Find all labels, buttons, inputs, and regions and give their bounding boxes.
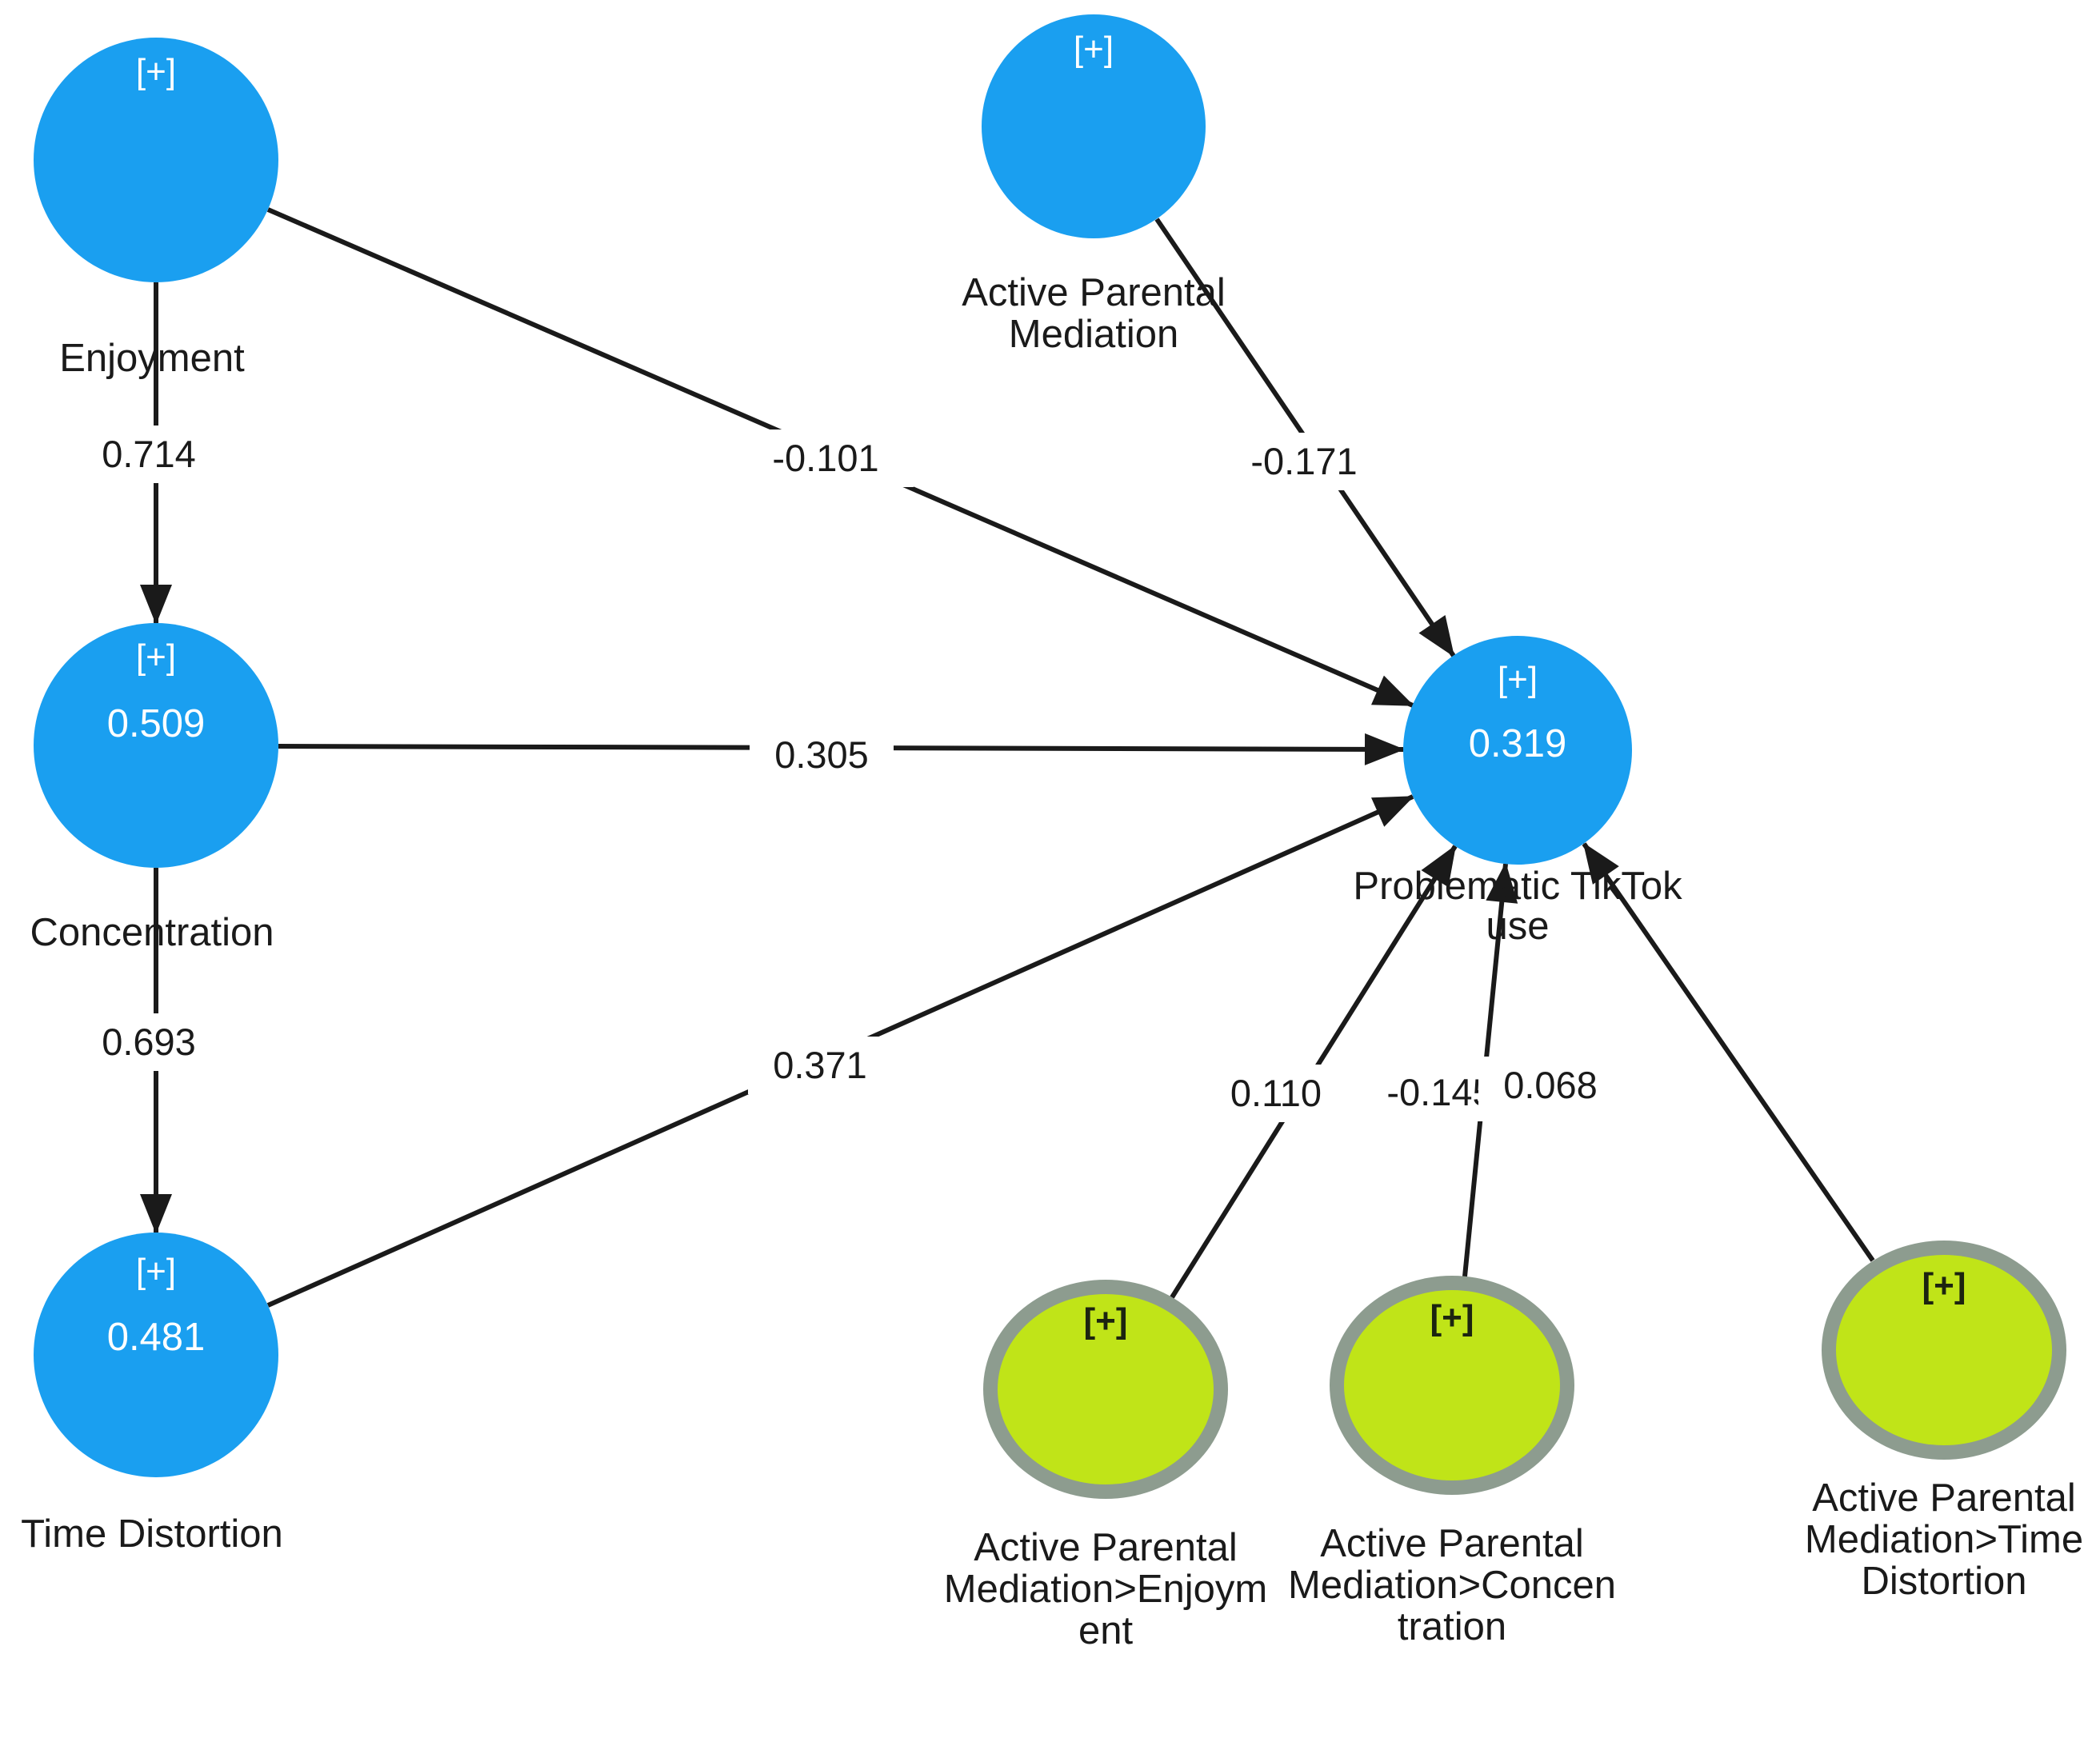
coefficient-label: 0.371 [773,1044,867,1086]
node-active-parental-mediation-circle[interactable] [982,14,1206,238]
node-concentration-label: Concentration [30,911,274,954]
node-active-parental-mediation-indicator-toggle[interactable]: [+] [1074,30,1114,69]
node-concentration: [+] 0.509 Concentration [30,623,278,954]
node-problematic-tiktok-use: [+] 0.319 Problematic TikTok use [1353,636,1682,948]
coefficient-label-bg [77,426,221,483]
node-problematic-tiktok-use-indicator-toggle[interactable]: [+] [1498,660,1538,699]
node-problematic-tiktok-use-label-line1: Problematic TikTok [1353,865,1682,908]
coefficient-label-bg [77,1013,221,1071]
node-apm-x-time-distortion-label-line2: Mediation>Time [1805,1518,2083,1561]
coefficient-concentration-to-ptu: 0.305 [750,726,894,784]
node-active-parental-mediation-label-line1: Active Parental [962,271,1226,314]
node-apm-x-concentration-label-line1: Active Parental [1320,1522,1584,1565]
node-time-distortion-circle[interactable] [34,1233,278,1477]
node-apm-x-enjoyment-label-line1: Active Parental [974,1526,1238,1569]
node-apm-x-time-distortion-label-line1: Active Parental [1812,1476,2076,1520]
node-apm-x-concentration-indicator-toggle[interactable]: [+] [1430,1298,1474,1337]
node-apm-x-concentration-label-line3: tration [1398,1605,1506,1648]
node-enjoyment-label: Enjoyment [59,337,245,380]
coefficient-apm-x-enjoyment-to-ptu: 0.110 [1204,1065,1348,1122]
coefficient-label-bg [1216,433,1392,490]
coefficient-time-distortion-to-ptu: 0.371 [748,1037,892,1094]
path-line-apm-x-time-distortion-to-ptu[interactable] [1582,842,1875,1262]
coefficient-concentration-to-time-distortion: 0.693 [77,1013,221,1071]
node-concentration-r2-value: 0.509 [107,702,206,745]
coefficient-label: 0.110 [1230,1072,1322,1114]
node-enjoyment-circle[interactable] [34,38,278,282]
coefficient-apm-x-time-distortion-to-ptu: 0.068 [1478,1057,1622,1114]
coefficient-enjoyment-to-ptu: -0.101 [738,430,914,487]
coefficient-label: 0.693 [102,1021,196,1063]
node-time-distortion-indicator-toggle[interactable]: [+] [136,1252,176,1291]
coefficient-label: -0.171 [1250,440,1357,482]
node-apm-x-time-distortion-circle[interactable] [1836,1255,2052,1445]
node-apm-x-enjoyment: [+] Active Parental Mediation>Enjoym ent [944,1280,1267,1652]
node-concentration-indicator-toggle[interactable]: [+] [136,637,176,677]
node-apm-x-concentration-label-line2: Mediation>Concen [1288,1564,1616,1607]
node-apm-x-enjoyment-circle[interactable] [998,1294,1214,1484]
node-active-parental-mediation-label-line2: Mediation [1009,313,1178,356]
node-apm-x-time-distortion-label-line3: Distortion [1862,1560,2027,1603]
coefficient-label: 0.305 [774,733,869,776]
coefficient-label-bg [1204,1065,1348,1122]
node-apm-x-enjoyment-indicator-toggle[interactable]: [+] [1084,1301,1128,1340]
node-apm-x-concentration-circle[interactable] [1344,1290,1560,1480]
coefficient-label: 0.068 [1503,1064,1598,1106]
node-apm-x-time-distortion-indicator-toggle[interactable]: [+] [1922,1266,1966,1305]
path-apm-x-time-distortion-to-ptu [1582,842,1875,1262]
node-apm-x-concentration: [+] Active Parental Mediation>Concen tra… [1288,1276,1616,1648]
coefficient-apm-to-ptu: -0.171 [1216,433,1392,490]
coefficient-enjoyment-to-concentration: 0.714 [77,426,221,483]
node-apm-x-enjoyment-label-line3: ent [1078,1609,1134,1652]
coefficient-label: 0.714 [102,433,196,475]
node-apm-x-time-distortion: [+] Active Parental Mediation>Time Disto… [1805,1241,2083,1603]
coefficient-label-bg [738,430,914,487]
node-problematic-tiktok-use-circle[interactable] [1403,636,1632,865]
node-concentration-circle[interactable] [34,623,278,868]
node-enjoyment: [+] Enjoyment [34,38,278,380]
coefficient-label-bg [748,1037,892,1094]
node-active-parental-mediation: [+] Active Parental Mediation [962,14,1226,356]
node-time-distortion-r2-value: 0.481 [107,1316,206,1359]
node-time-distortion: [+] 0.481 Time Distortion [21,1233,283,1556]
node-enjoyment-indicator-toggle[interactable]: [+] [136,52,176,91]
node-time-distortion-label: Time Distortion [21,1512,283,1556]
coefficient-label-bg [1478,1057,1622,1114]
node-problematic-tiktok-use-label-line2: use [1486,905,1549,948]
coefficient-label-bg [750,726,894,784]
node-apm-x-enjoyment-label-line2: Mediation>Enjoym [944,1568,1267,1611]
coefficient-label: -0.101 [772,437,878,479]
coefficient-label: -0.145 [1386,1071,1493,1113]
node-problematic-tiktok-use-r2-value: 0.319 [1469,722,1567,765]
